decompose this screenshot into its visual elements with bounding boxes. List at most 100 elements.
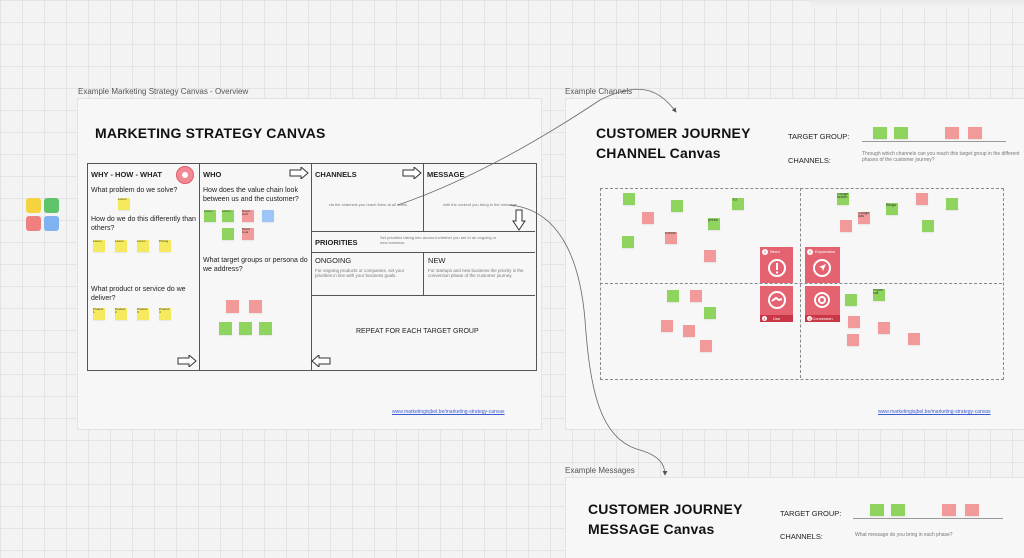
sticky-note[interactable] (891, 504, 905, 516)
sticky-note[interactable] (916, 193, 928, 205)
sticky-note[interactable] (968, 127, 982, 139)
avatar-icon[interactable] (176, 166, 194, 184)
phase-number: 4 (762, 316, 767, 321)
message-header: MESSAGE (427, 170, 465, 179)
repeat-label: REPEAT FOR EACH TARGET GROUP (356, 328, 479, 335)
sticky-note[interactable] (870, 504, 884, 516)
divider-priorities-top (311, 231, 535, 232)
sticky-note[interactable]: Google search (837, 193, 849, 205)
sticky-note[interactable] (222, 228, 234, 240)
phase-use[interactable]: Use 4 (760, 286, 793, 322)
sticky-note[interactable]: Brand loyal (242, 228, 254, 240)
sticky-note[interactable]: Lorem (118, 198, 130, 210)
sticky-note[interactable] (922, 220, 934, 232)
arrow-right-icon (289, 167, 309, 179)
sticky-note[interactable] (704, 250, 716, 262)
sticky-note[interactable] (239, 322, 252, 335)
divider-why-who (199, 163, 200, 370)
channels-title-2: CHANNEL Canvas (596, 145, 721, 161)
sticky-note[interactable] (690, 290, 702, 302)
sticky-note[interactable] (942, 504, 956, 516)
arrow-right-icon (402, 167, 422, 179)
sticky-note[interactable]: Product 2 (115, 308, 127, 320)
phase-exploration[interactable]: 2 Exploration (805, 247, 840, 283)
sticky-note[interactable] (946, 198, 958, 210)
sticky-note[interactable]: Product 3 (137, 308, 149, 320)
sticky-note[interactable] (965, 504, 979, 516)
sticky-note[interactable] (642, 212, 654, 224)
sticky-note[interactable] (259, 322, 272, 335)
sticky-note[interactable] (845, 294, 857, 306)
phase-number: 2 (807, 249, 813, 255)
phase-conversion[interactable]: Conversion 3 (805, 286, 840, 322)
target-group-line (862, 141, 1006, 142)
sticky-note[interactable]: Phone call (873, 289, 885, 301)
sticky-note[interactable] (840, 220, 852, 232)
why-header: WHY - HOW - WHAT (91, 170, 162, 179)
who-header: WHO (203, 170, 222, 179)
sticky-note[interactable] (262, 210, 274, 222)
sticky-note[interactable] (219, 322, 232, 335)
sticky-note[interactable] (878, 322, 890, 334)
target-icon (814, 292, 830, 308)
phase-number: 3 (807, 316, 812, 321)
new-header: NEW (428, 256, 446, 265)
sticky-note[interactable] (873, 127, 887, 139)
channels-channels-label: CHANNELS: (788, 156, 831, 165)
divider-channels-message (423, 163, 424, 231)
sticky-note[interactable] (894, 127, 908, 139)
messages-frame[interactable] (565, 477, 1024, 558)
arrow-down-icon (512, 209, 526, 231)
sticky-note[interactable]: TV (732, 198, 744, 210)
sticky-note[interactable] (623, 193, 635, 205)
sticky-note[interactable] (848, 316, 860, 328)
sticky-note[interactable] (667, 290, 679, 302)
ongoing-text: For ongoing products or companies, set y… (315, 268, 405, 278)
sticky-note[interactable]: Lorem (93, 240, 105, 252)
phase-label: Exploration (815, 249, 836, 254)
sticky-note[interactable] (249, 300, 262, 313)
ongoing-header: ONGOING (315, 256, 352, 265)
app-logo-icon[interactable] (24, 196, 64, 240)
sticky-note[interactable] (661, 320, 673, 332)
sticky-note[interactable] (671, 200, 683, 212)
phase-need[interactable]: 1 Need (760, 247, 793, 283)
messages-frame-label[interactable]: Example Messages (565, 466, 635, 475)
messages-channels-label: CHANNELS: (780, 532, 823, 541)
messages-title-2: MESSAGE Canvas (588, 521, 715, 537)
sticky-note[interactable] (704, 307, 716, 319)
sticky-note[interactable]: Events (665, 232, 677, 244)
sticky-note[interactable]: Lorem (137, 240, 149, 252)
channels-frame-label[interactable]: Example Channels (565, 87, 633, 96)
channels-link[interactable]: www.marketingisjbel.be/marketing-strateg… (878, 409, 991, 415)
toolbar-shadow (810, 0, 1024, 8)
overview-frame-label[interactable]: Example Marketing Strategy Canvas - Over… (78, 87, 249, 96)
phase-number: 1 (762, 249, 768, 255)
sticky-note[interactable]: Lorem (115, 240, 127, 252)
messages-target-line (853, 518, 1003, 519)
sticky-note[interactable]: press (708, 218, 720, 230)
sticky-note[interactable]: Pricing (159, 240, 171, 252)
new-text: For startups and new business the priori… (428, 268, 524, 278)
sticky-note[interactable]: Product 1 (93, 308, 105, 320)
sticky-note[interactable] (908, 333, 920, 345)
sticky-note[interactable] (847, 334, 859, 346)
sticky-note[interactable]: Brand stuff (242, 210, 254, 222)
overview-link[interactable]: www.marketingisjbel.be/marketing-strateg… (392, 409, 505, 415)
sticky-note[interactable]: Product 4 (159, 308, 171, 320)
sticky-note[interactable] (226, 300, 239, 313)
sticky-note[interactable]: Blogs (886, 203, 898, 215)
channels-header: CHANNELS (315, 170, 357, 179)
priorities-hint: Set priorities taking into account wheth… (380, 235, 497, 245)
sticky-note[interactable]: Lorem (204, 210, 216, 222)
sticky-note[interactable] (683, 325, 695, 337)
arrow-right-icon (177, 355, 197, 367)
sticky-note[interactable] (700, 340, 712, 352)
messages-target-group-label: TARGET GROUP: (780, 509, 842, 518)
exclamation-icon (768, 259, 786, 277)
sticky-note[interactable] (622, 236, 634, 248)
sticky-note[interactable] (945, 127, 959, 139)
divider-who-channels (311, 163, 312, 370)
sticky-note[interactable]: Lorem (222, 210, 234, 222)
sticky-note[interactable]: Google Ads (858, 212, 870, 224)
